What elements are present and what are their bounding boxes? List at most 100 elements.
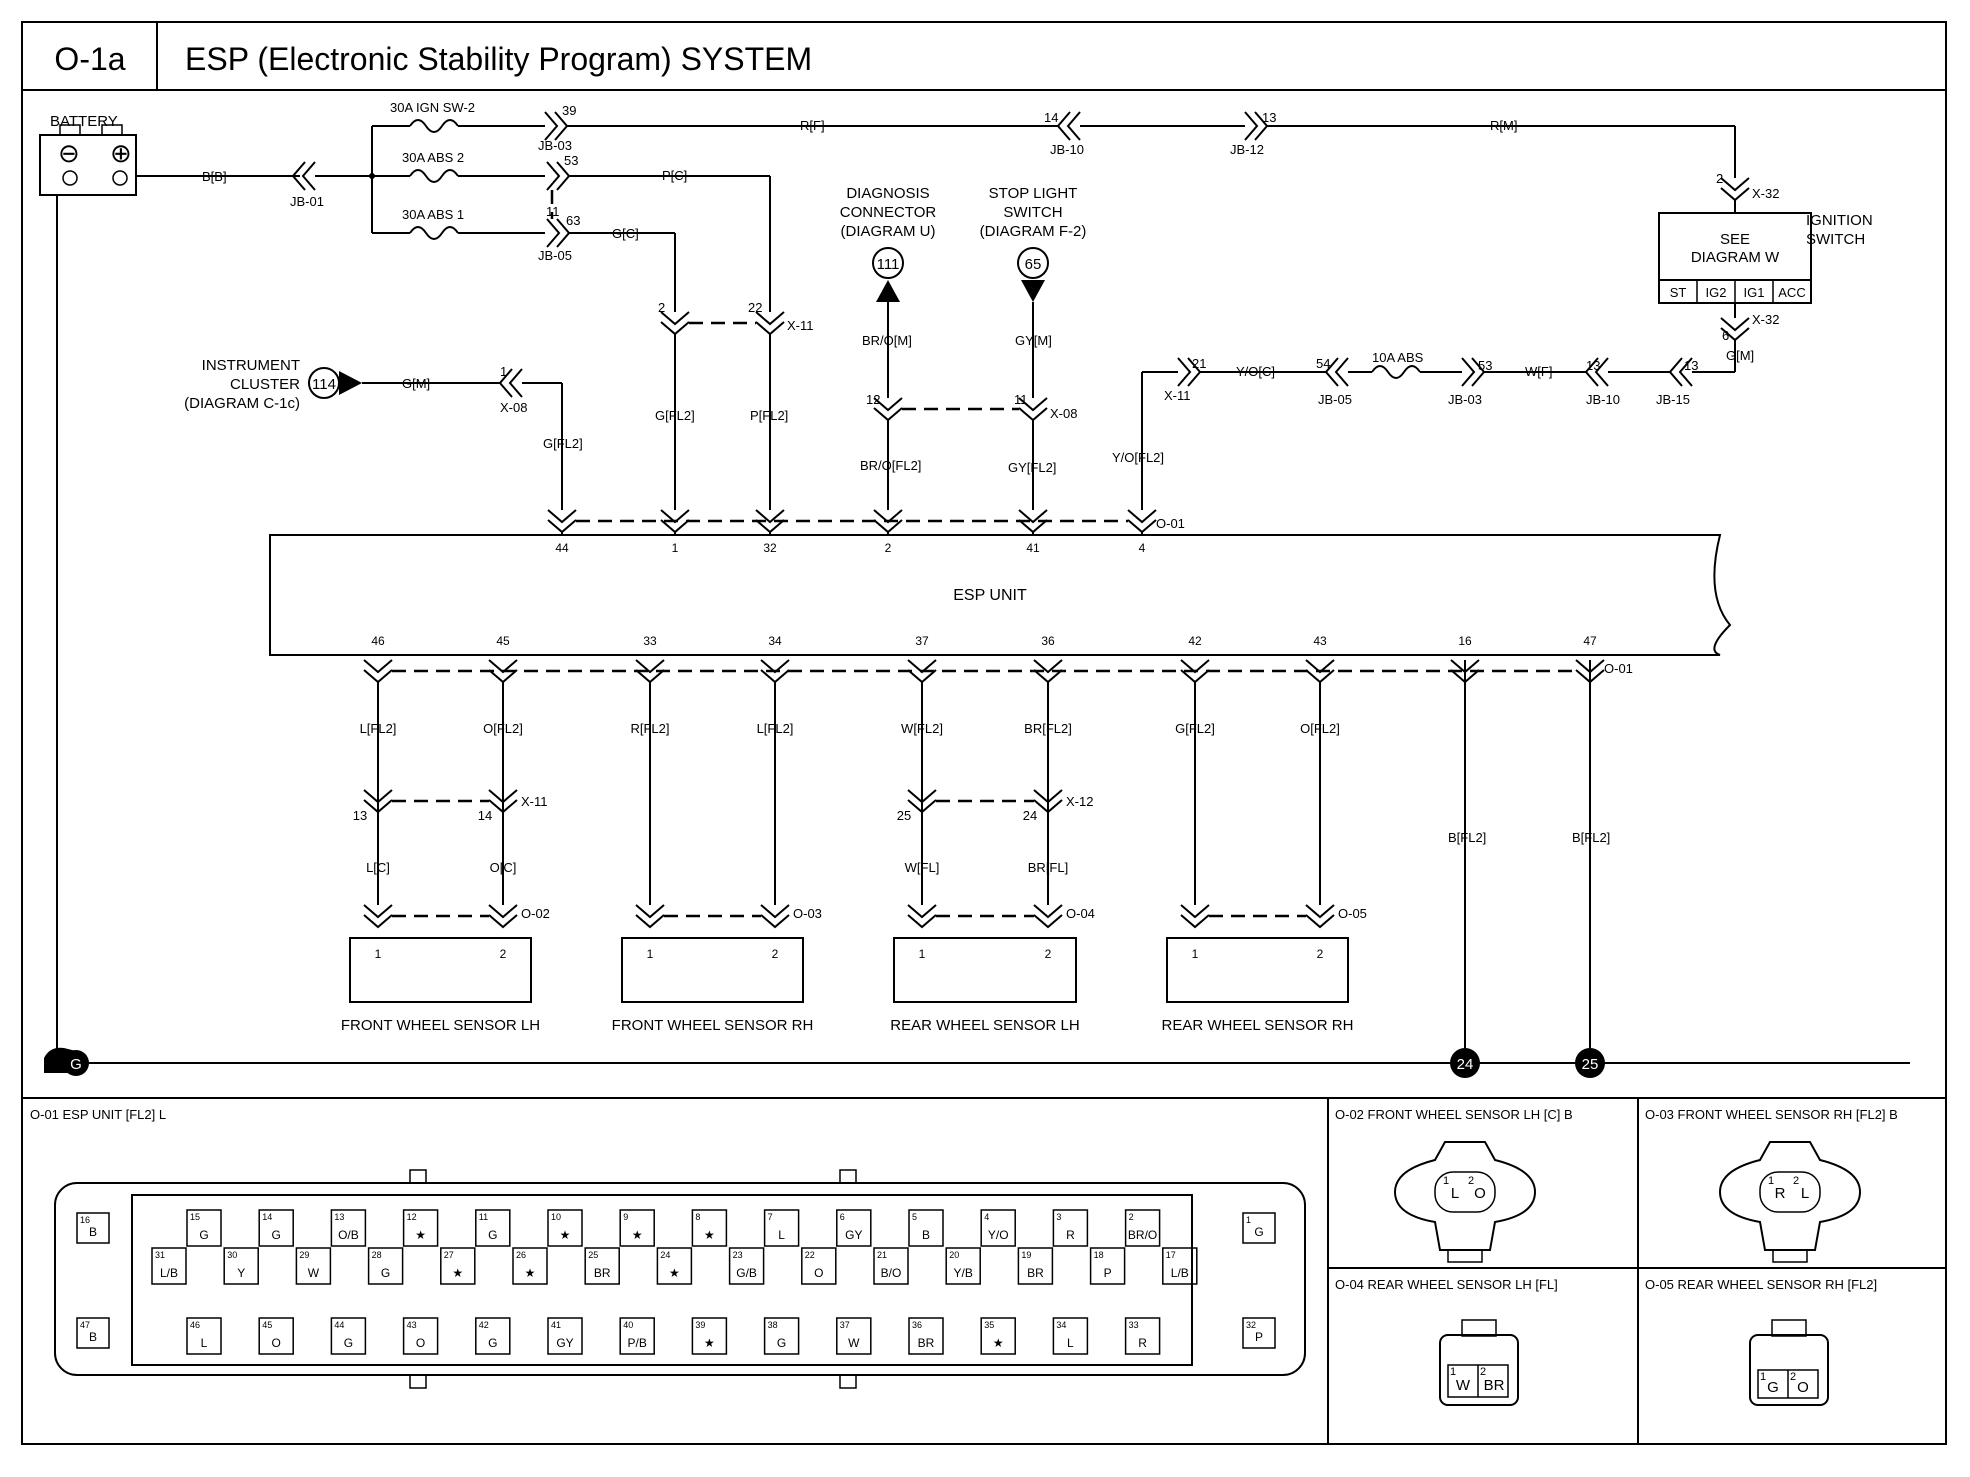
o03-connector-face: 1 R 2 L [1718, 1141, 1862, 1263]
fuse-icon [409, 226, 459, 240]
connector-chevron-icon [363, 659, 393, 684]
o01-pin-cell [908, 1317, 944, 1355]
o01-pin-cell [656, 1247, 693, 1285]
wire-label: Y/O[C] [1236, 364, 1275, 379]
wire-label: W[FL] [905, 860, 940, 875]
connector-label: X-11 [787, 318, 814, 333]
wire-label: R[F] [800, 118, 825, 133]
stop-light-switch: STOP LIGHT SWITCH (DIAGRAM F-2) 65 GY[M]… [902, 185, 1086, 510]
pin-number: 26 [516, 1250, 526, 1260]
o01-pin-cell [836, 1209, 872, 1247]
pin-number: 12 [866, 392, 880, 407]
pin-number: 13 [334, 1212, 344, 1222]
pin-number: 6 [1722, 328, 1729, 343]
connector-label: JB-15 [1656, 392, 1690, 407]
pin-number: 10 [551, 1212, 561, 1222]
o01-pin-cell [801, 1247, 837, 1285]
o01-pin-cell [619, 1209, 655, 1247]
esp-bottom-pin-number: 36 [1041, 634, 1055, 648]
wire-label: B[FL2] [1572, 830, 1610, 845]
pin-number: 21 [1192, 356, 1206, 371]
pin-number: 12 [407, 1212, 417, 1222]
connector-label: JB-05 [538, 248, 572, 263]
stop-light-label: (DIAGRAM F-2) [980, 223, 1087, 240]
pin-wire-color: Y/O [988, 1228, 1009, 1242]
pin-number: 2 [500, 947, 507, 961]
pin-number: 39 [695, 1320, 705, 1330]
wire-label: G[M] [402, 376, 430, 391]
pin-wire-color: R [1775, 1185, 1786, 1202]
pin-number: 1 [1246, 1215, 1251, 1225]
esp-bottom-pin-number: 45 [496, 634, 510, 648]
pin-number: 6 [840, 1212, 845, 1222]
connector-label: O-04 [1066, 906, 1095, 921]
o01-pin-cell [836, 1317, 872, 1355]
arrow-down-icon [1021, 280, 1045, 302]
pin-wire-color: L [1801, 1185, 1809, 1202]
connector-jb03: 39 JB-03 [538, 103, 576, 153]
ground-label: 25 [1582, 1056, 1599, 1073]
connector-chevron-icon [1305, 904, 1335, 929]
o01-pin-cell [475, 1317, 511, 1355]
o01-connector-title: O-01 ESP UNIT [FL2] L [30, 1107, 166, 1122]
pin-wire-color: B [89, 1225, 97, 1239]
ground-point-24 [1450, 1048, 1480, 1078]
wire-label: W[FL2] [901, 721, 943, 736]
page-frame [21, 21, 1947, 1445]
connector-chevron-icon [1180, 904, 1210, 929]
connector-label: JB-01 [290, 194, 324, 209]
esp-top-pin-number: 32 [763, 541, 777, 555]
wire-label: Y/O[FL2] [1112, 450, 1164, 465]
esp-top-pin-number: 1 [672, 541, 679, 555]
pin-wire-color: Y [237, 1266, 245, 1280]
wheel-sensor-box [621, 937, 804, 1003]
o01-pin-cell [1052, 1317, 1089, 1355]
wire-label: L[FL2] [360, 721, 397, 736]
o01-pin-cell [76, 1212, 110, 1244]
pin-wire-color: ★ [415, 1228, 426, 1242]
o01-connector-face [54, 1169, 1306, 1389]
o01-pin-cell [945, 1247, 981, 1285]
diagnosis-label: DIAGNOSIS [846, 185, 929, 202]
pin-wire-color: BR [1484, 1377, 1505, 1394]
stop-light-label: SWITCH [1003, 204, 1062, 221]
connector-chevron-icon [1033, 789, 1063, 814]
pin-number: 16 [80, 1215, 90, 1225]
pin-number: 29 [299, 1250, 309, 1260]
pin-wire-color: G [777, 1336, 786, 1350]
pin-number: 38 [768, 1320, 778, 1330]
ignition-tab: ST [1670, 285, 1687, 300]
ground-bus: G B[FL2] B[FL2] 24 25 [44, 660, 1910, 1078]
pin-number: 43 [407, 1320, 417, 1330]
connector-chevron-icon [488, 904, 518, 929]
o01-pin-cell [1242, 1212, 1276, 1244]
pin-number: 2 [1317, 947, 1324, 961]
see-label: SEE [1720, 231, 1750, 248]
connector-chevron-icon [1033, 904, 1063, 929]
o01-pin-cell [330, 1209, 367, 1247]
connector-label: JB-05 [1318, 392, 1352, 407]
pin-wire-color: ★ [452, 1266, 463, 1280]
fuse-label: 30A ABS 1 [402, 207, 464, 222]
pin-wire-color: ★ [525, 1266, 536, 1280]
pin-number: 9 [623, 1212, 628, 1222]
o05-connector-face: 1 G 2 O [1749, 1319, 1829, 1406]
fuse-icon [409, 119, 459, 133]
arrow-up-icon [876, 280, 900, 302]
pin-number: 32 [1246, 1320, 1256, 1330]
wire-label: G[FL2] [1175, 721, 1215, 736]
pin-number: 14 [1044, 110, 1058, 125]
instrument-cluster: INSTRUMENT CLUSTER (DIAGRAM C-1c) 114 G[… [184, 357, 583, 510]
pin-number: 2 [658, 300, 665, 315]
pin-number: 27 [444, 1250, 454, 1260]
pin-number: 40 [623, 1320, 633, 1330]
pin-number: 22 [805, 1250, 815, 1260]
pin-wire-color: L [1067, 1336, 1074, 1350]
page-id: O-1a [54, 41, 125, 77]
battery-plus-icon: ⊕ [110, 138, 132, 168]
fuse-label: 30A IGN SW-2 [390, 100, 475, 115]
pin-number: 37 [840, 1320, 850, 1330]
o01-pin-cell [763, 1209, 800, 1247]
esp-top-pin-number: 4 [1139, 541, 1146, 555]
wire-label: G[FL2] [655, 408, 695, 423]
